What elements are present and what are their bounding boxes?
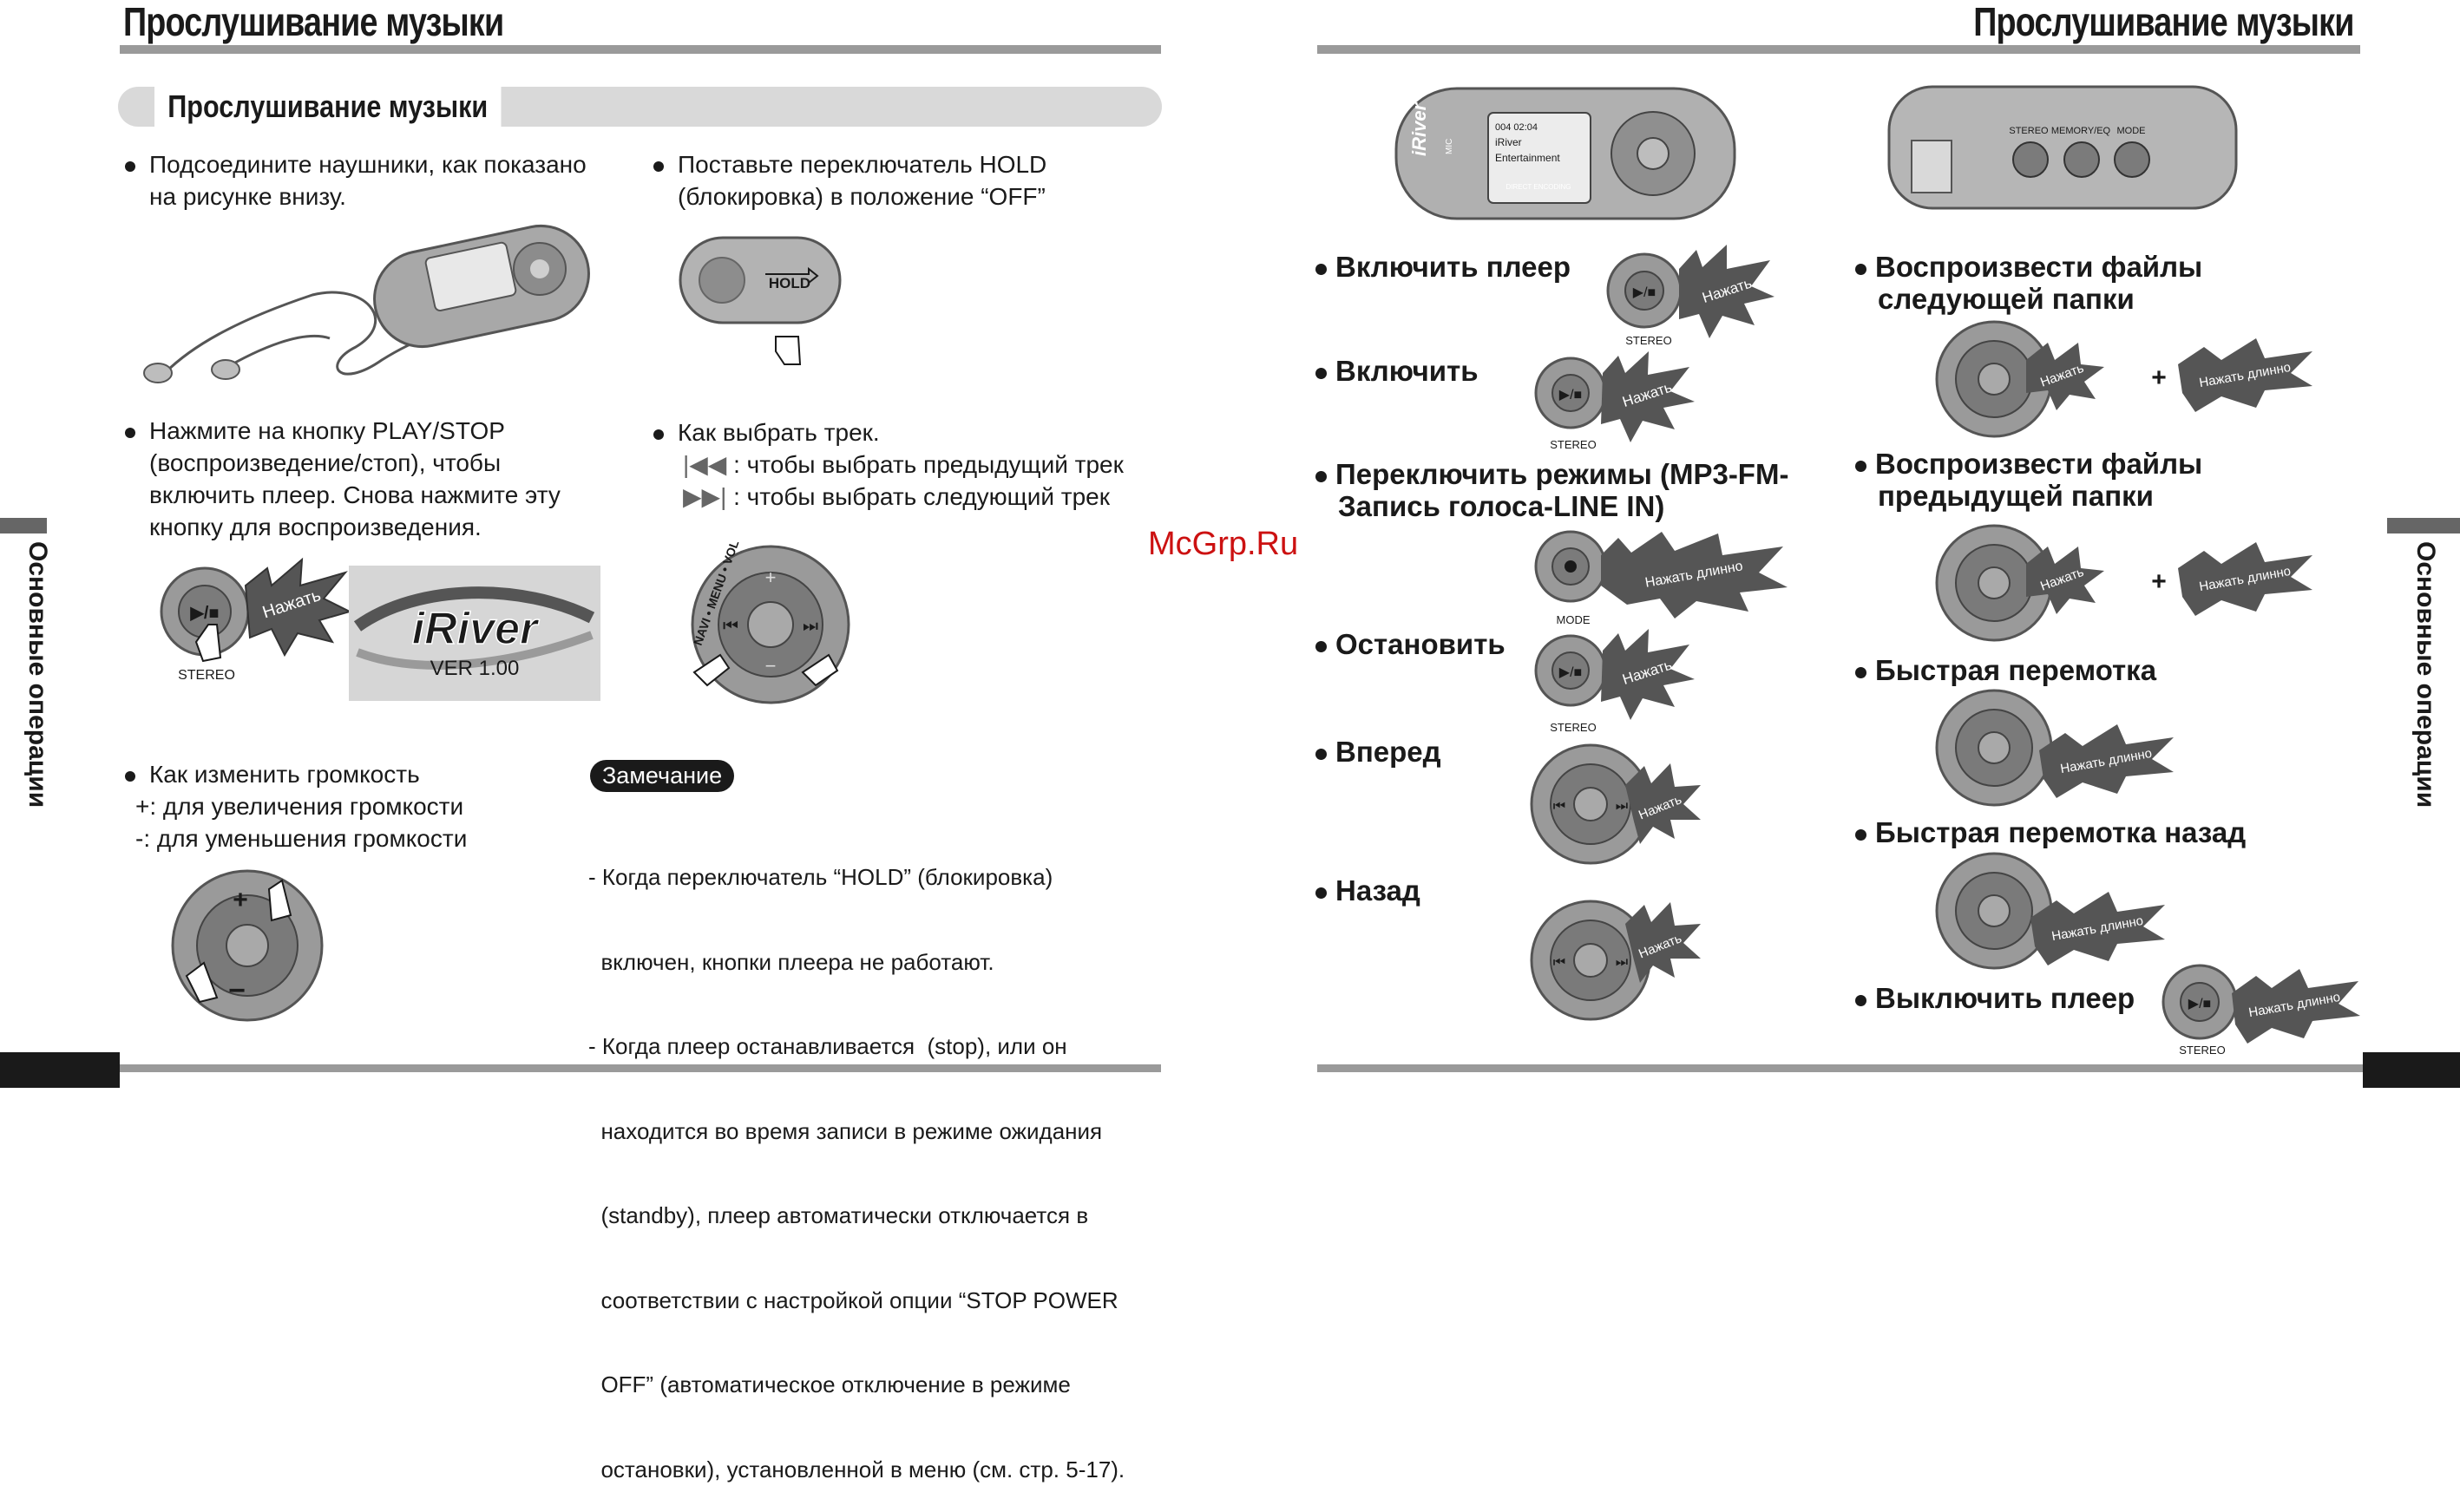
svg-text:004 02:04: 004 02:04 [1495, 122, 1538, 133]
svg-text:STEREO: STEREO [2179, 1044, 2225, 1057]
svg-text:⏮: ⏮ [723, 617, 738, 636]
prev-track-icon: |◀◀ [683, 451, 727, 478]
svg-text:+: + [2151, 567, 2167, 596]
hold-switch-illustration: HOLD [679, 236, 842, 365]
svg-text:⏭: ⏭ [1616, 799, 1628, 814]
op-power-on: Включить [1315, 355, 1479, 387]
op-switch-modes-illustration: Нажать длинно MODE [1534, 530, 1788, 626]
svg-text:MIC: MIC [1445, 139, 1454, 154]
svg-text:+: + [233, 886, 248, 914]
op-next-folder: Воспроизвести файлы следующей папки [1855, 251, 2202, 315]
svg-text:Entertainment: Entertainment [1495, 152, 1560, 164]
svg-text:DIRECT ENCODING: DIRECT ENCODING [1506, 183, 1571, 191]
step-play-stop: Нажмите на кнопку PLAY/STOP (воспроизвед… [125, 415, 561, 543]
play-button-press-illustration: ▶/■ Нажать STEREO [160, 557, 352, 683]
right-page-title: Прослушивание музыки [1973, 0, 2355, 44]
op-power-off-illustration: ▶/■ Нажать длинно STEREO [2162, 964, 2360, 1057]
svg-text:▶/■: ▶/■ [2188, 997, 2211, 1011]
svg-text:−: − [228, 974, 246, 1007]
stereo-caption: STEREO [178, 668, 235, 683]
headphones-player-illustration [143, 224, 590, 383]
svg-text:+: + [2151, 363, 2167, 392]
hold-label: HOLD [769, 275, 810, 291]
svg-text:−: − [765, 655, 777, 677]
op-back-illustration: ⏮ ⏭ Нажать [1530, 900, 1701, 1021]
svg-text:MEMORY/EQ: MEMORY/EQ [2051, 126, 2111, 136]
svg-text:STEREO: STEREO [1550, 438, 1596, 451]
splash-logo: iRiver [412, 604, 540, 654]
op-next-folder-illustration: Нажать + Нажать длинно [1935, 320, 2312, 438]
volume-dial-illustration: + − [171, 869, 324, 1022]
right-header-rule [1317, 45, 2360, 54]
op-rewind-illustration: Нажать длинно [1935, 852, 2165, 970]
svg-text:▶/■: ▶/■ [1559, 665, 1582, 680]
device-top-illustration: STEREO MEMORY/EQ MODE [1887, 85, 2238, 210]
svg-text:iRiver: iRiver [1408, 101, 1430, 156]
op-forward-illustration: ⏮ ⏭ Нажать [1530, 743, 1701, 865]
section-heading: Прослушивание музыки [154, 87, 562, 127]
left-page-title: Прослушивание музыки [123, 0, 504, 44]
op-power-on-player: Включить плеер [1315, 251, 1571, 283]
right-side-label: Основные операции [2411, 541, 2440, 808]
op-forward: Вперед [1315, 736, 1441, 768]
svg-text:MODE: MODE [2117, 126, 2146, 136]
note-text: - Когда переключатель “HOLD” (блокировка… [588, 864, 1125, 1483]
op-prev-folder: Воспроизвести файлы предыдущей папки [1855, 448, 2202, 512]
svg-text:▶/■: ▶/■ [1633, 285, 1656, 300]
next-track-icon: ▶▶| [683, 483, 727, 510]
right-side-tab [2387, 518, 2460, 533]
svg-text:⏭: ⏭ [803, 617, 818, 636]
svg-text:MODE: MODE [1557, 613, 1591, 626]
note-label: Замечание [590, 760, 735, 792]
splash-version: VER 1.00 [430, 657, 520, 680]
op-power-on-illustration: ▶/■ Нажать STEREO [1534, 351, 1695, 451]
right-footer-corner [2363, 1052, 2460, 1088]
step-hold-switch: Поставьте переключатель HOLD (блокировка… [653, 148, 1046, 213]
svg-text:▶/■: ▶/■ [189, 604, 219, 623]
op-switch-modes: Переключить режимы (MP3-FM- Запись голос… [1315, 458, 1788, 522]
right-footer-rule [1317, 1064, 2363, 1072]
op-stop: Остановить [1315, 628, 1506, 660]
op-stop-illustration: ▶/■ Нажать STEREO [1534, 629, 1695, 733]
svg-text:⏮: ⏮ [1553, 955, 1565, 970]
svg-text:STEREO: STEREO [2009, 126, 2049, 136]
op-rewind: Быстрая перемотка назад [1855, 816, 2246, 848]
device-front-illustration: 004 02:04 iRiver Entertainment DIRECT EN… [1394, 87, 1736, 220]
step-volume: Как изменить громкость +: для увеличения… [125, 758, 467, 854]
op-fast-forward-illustration: Нажать длинно [1935, 689, 2174, 807]
svg-text:⏮: ⏮ [1553, 799, 1565, 814]
step-connect-headphones: Подсоедините наушники, как показано на р… [125, 148, 587, 213]
left-side-tab [0, 518, 47, 533]
op-power-on-player-illustration: ▶/■ Нажать STEREO [1606, 245, 1774, 347]
svg-text:STEREO: STEREO [1550, 721, 1596, 733]
left-footer-rule [120, 1064, 1161, 1072]
left-footer-corner [0, 1052, 120, 1088]
svg-text:⏭: ⏭ [1616, 955, 1628, 970]
svg-text:+: + [765, 566, 777, 588]
op-back: Назад [1315, 874, 1420, 907]
left-side-label: Основные операции [23, 541, 52, 808]
op-power-off: Выключить плеер [1855, 982, 2135, 1014]
op-fast-forward: Быстрая перемотка [1855, 654, 2156, 686]
svg-text:▶/■: ▶/■ [1559, 388, 1582, 403]
svg-text:iRiver: iRiver [1495, 136, 1522, 148]
op-prev-folder-illustration: Нажать + Нажать длинно [1935, 524, 2312, 642]
step-select-track: Как выбрать трек. |◀◀ : чтобы выбрать пр… [653, 416, 1124, 513]
svg-text:STEREO: STEREO [1625, 334, 1671, 347]
watermark: McGrp.Ru [1148, 526, 1299, 562]
splash-screen: iRiver VER 1.00 [349, 566, 600, 701]
left-header-rule [120, 45, 1161, 54]
navi-dial-track-illustration: + − ⏮ ⏭ NAVI • MENU • VOL [691, 542, 850, 704]
